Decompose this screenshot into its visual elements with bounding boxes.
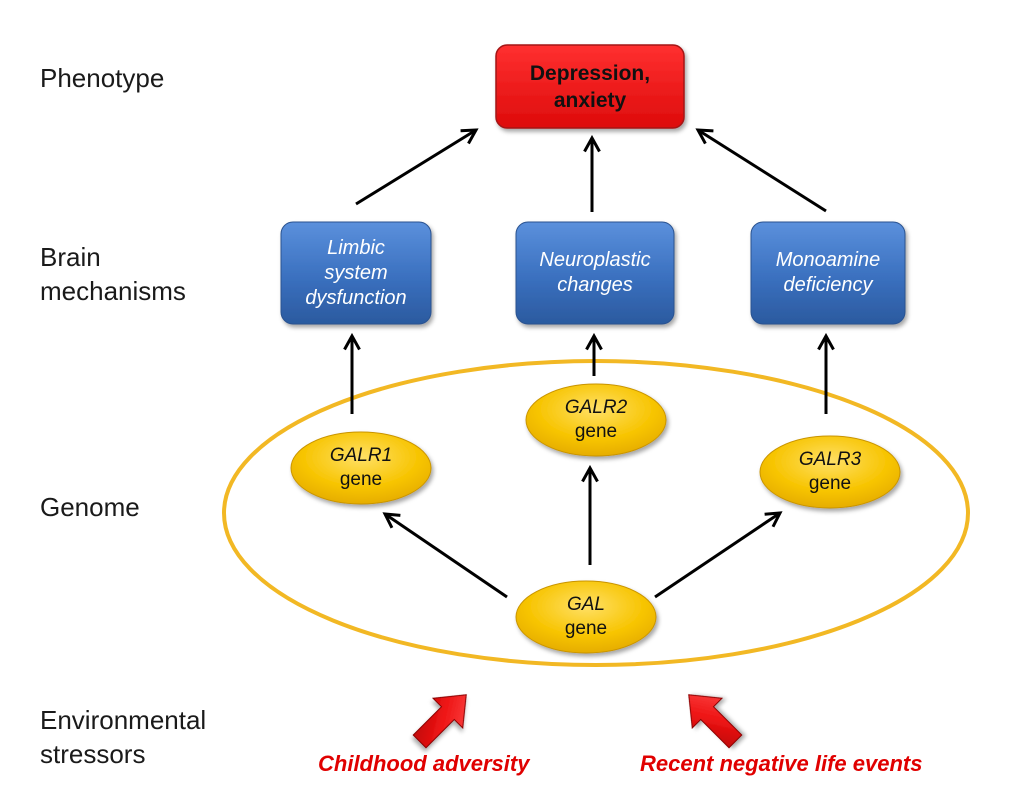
genome-ring: [222, 359, 970, 667]
arrow-gal-to-galr3: [654, 513, 780, 599]
arrow-gal-to-galr1: [385, 514, 508, 599]
arrow-limbic-to-phenotype: [355, 130, 476, 206]
level-label-env-line1: Environmental: [40, 705, 207, 735]
phenotype-label: Depression, anxiety: [496, 45, 684, 128]
gene-name-gal: GAL: [566, 594, 606, 615]
gene-label-gal: GAL gene: [516, 581, 656, 653]
mechanism-monoamine-line2: deficiency: [783, 274, 873, 296]
gene-node-gal: [515, 580, 657, 654]
gene-name-galr1: GALR1: [329, 445, 393, 466]
gene-label-galr2: GALR2 gene: [526, 384, 666, 456]
gene-suffix-gal: gene: [564, 618, 608, 639]
gene-suffix-galr2: gene: [574, 421, 618, 442]
phenotype-label-line1: Depression,: [529, 61, 651, 85]
gene-suffix-galr3: gene: [808, 473, 852, 494]
gene-node-galr1: [290, 431, 432, 505]
stressor-label-recent-life-events: Recent negative life events: [640, 751, 923, 776]
stressor-arrow-left: [412, 694, 467, 749]
mechanism-limbic-line1: Limbic: [327, 236, 385, 259]
level-label-brain-line1: Brain: [40, 242, 101, 272]
stressor-arrow-right: [688, 694, 743, 749]
gene-node-galr2: [525, 383, 667, 457]
phenotype-box: [495, 44, 685, 129]
mechanism-limbic-line2: system: [324, 261, 388, 284]
stressor-label-childhood-adversity: Childhood adversity: [318, 751, 530, 776]
phenotype-label-line2: anxiety: [553, 88, 627, 112]
mechanism-box-neuroplastic: [515, 221, 675, 325]
level-label-environmental-stressors: Environmental stressors: [40, 703, 206, 771]
mechanism-label-limbic: Limbic system dysfunction: [281, 222, 431, 324]
level-label-brain-line2: mechanisms: [40, 276, 186, 306]
gene-label-galr1: GALR1 gene: [291, 432, 431, 504]
level-label-env-line2: stressors: [40, 739, 146, 769]
level-label-phenotype: Phenotype: [40, 63, 165, 93]
gene-node-galr3: [759, 435, 901, 509]
mechanism-label-monoamine: Monoamine deficiency: [751, 222, 905, 324]
arrow-monoamine-to-phenotype: [698, 130, 827, 213]
mechanism-label-neuroplastic: Neuroplastic changes: [516, 222, 674, 324]
mechanism-box-limbic: [280, 221, 432, 325]
gene-name-galr2: GALR2: [564, 397, 628, 418]
level-label-genome: Genome: [40, 492, 140, 522]
gene-suffix-galr1: gene: [339, 469, 383, 490]
mechanism-monoamine-line1: Monoamine: [775, 249, 881, 271]
gene-label-galr3: GALR3 gene: [760, 436, 900, 508]
gene-name-galr3: GALR3: [798, 449, 862, 470]
level-label-brain-mechanisms: Brain mechanisms: [40, 240, 186, 308]
mechanism-neuroplastic-line1: Neuroplastic: [539, 249, 651, 271]
mechanism-box-monoamine: [750, 221, 906, 325]
mechanism-neuroplastic-line2: changes: [557, 274, 633, 296]
mechanism-limbic-line3: dysfunction: [305, 286, 407, 309]
